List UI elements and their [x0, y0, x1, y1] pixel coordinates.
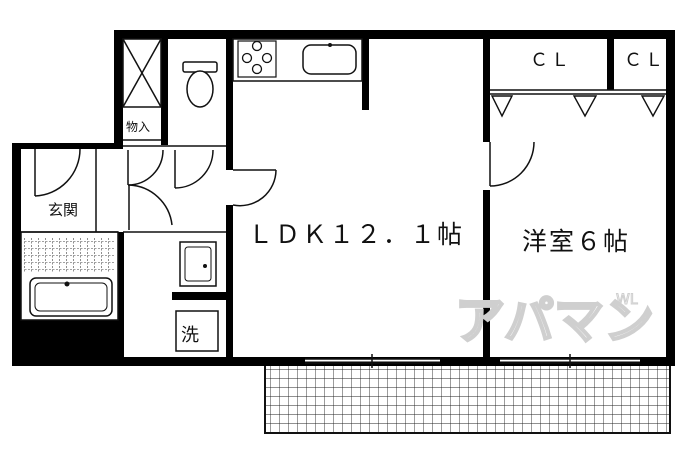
- ldk-label: ＬＤＫ１２．１帖: [248, 220, 464, 249]
- doors: [34, 141, 640, 368]
- interior-lines: [20, 38, 666, 321]
- watermark-logo: アパマン WL: [454, 291, 656, 352]
- bathtub-icon: [24, 237, 115, 317]
- washer-space: [175, 310, 219, 352]
- balcony: [264, 364, 671, 434]
- washer-label: 洗: [181, 325, 202, 346]
- sink-icon: [302, 43, 357, 75]
- outer-walls: [12, 30, 675, 366]
- watermark-brand: アパマン: [455, 292, 654, 350]
- closet-label-2: ＣＬ: [624, 50, 666, 71]
- wash-basin-icon: [179, 241, 217, 287]
- entrance-label: 玄関: [48, 201, 78, 219]
- closet-label-1: ＣＬ: [530, 50, 572, 71]
- stove-icon: [241, 40, 273, 75]
- kitchen: [232, 38, 363, 82]
- toilet-icon: [182, 61, 218, 108]
- storage-label: 物入: [126, 120, 150, 134]
- western-room-label: 洋室６帖: [522, 227, 630, 256]
- watermark-mark: WL: [616, 292, 638, 308]
- closet-doors: [490, 95, 666, 118]
